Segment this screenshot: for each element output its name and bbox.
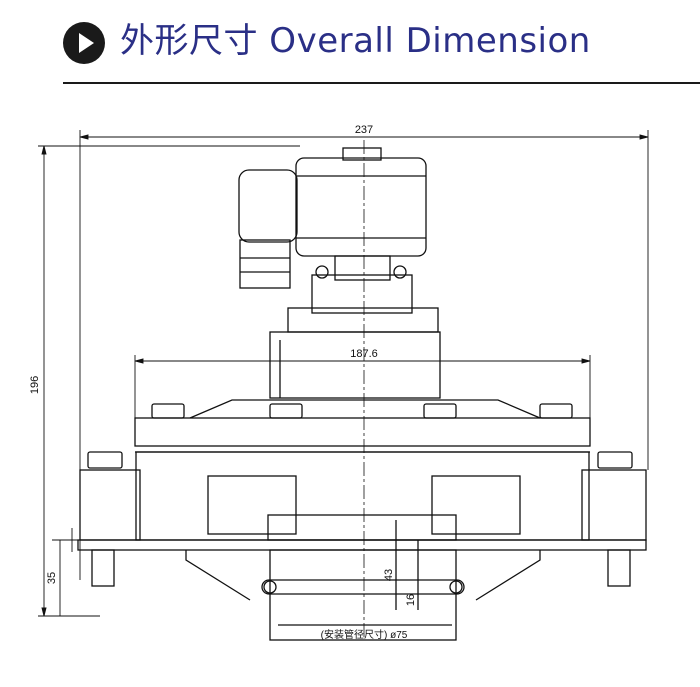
valve-body [134, 307, 591, 541]
dimension-lines [38, 130, 649, 617]
play-circle-icon [63, 22, 105, 64]
bottom-height-label: 35 [46, 572, 58, 584]
body-bolts [151, 403, 573, 419]
mounting-plate [77, 520, 647, 641]
header-divider [63, 82, 700, 84]
flange-span-label: 187.6 [350, 348, 378, 360]
pipe-diameter-label: (安装管径尺寸) ø75 [321, 628, 408, 641]
page-title: 外形尺寸 Overall Dimension [120, 21, 591, 61]
header: 外形尺寸 Overall Dimension [0, 0, 700, 85]
outlet-height-label: 43 [383, 569, 395, 581]
side-bolts [79, 451, 647, 587]
coil-head [238, 147, 427, 314]
overall-width-label: 237 [355, 124, 373, 136]
overall-height-label: 196 [29, 376, 41, 394]
seal-height-label: 16 [405, 594, 417, 606]
